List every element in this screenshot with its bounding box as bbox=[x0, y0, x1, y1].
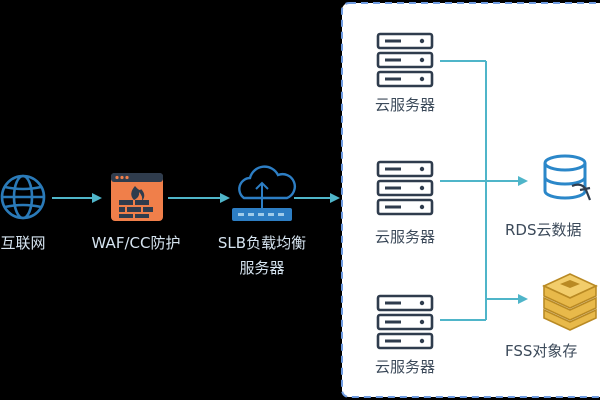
cloud-network-icon bbox=[232, 165, 297, 221]
server-label-3: 云服务器 bbox=[375, 358, 435, 376]
server-cluster-panel bbox=[341, 2, 600, 398]
storage-cube-icon bbox=[542, 273, 598, 331]
server-label-2: 云服务器 bbox=[375, 228, 435, 246]
globe-icon bbox=[0, 174, 46, 220]
rds-label: RDS云数据 bbox=[505, 221, 582, 239]
slb-label-line1: SLB负载均衡 bbox=[218, 234, 306, 252]
server-label-1: 云服务器 bbox=[375, 96, 435, 114]
fss-label: FSS对象存 bbox=[505, 342, 577, 360]
server-icon bbox=[376, 294, 434, 350]
connectors bbox=[52, 60, 528, 321]
firewall-icon bbox=[111, 173, 163, 221]
database-icon bbox=[543, 154, 592, 201]
internet-label: 互联网 bbox=[0, 234, 45, 252]
server-icon bbox=[376, 32, 434, 88]
server-icon bbox=[376, 160, 434, 216]
slb-label-line2: 服务器 bbox=[239, 259, 284, 277]
waf-label: WAF/CC防护 bbox=[92, 234, 181, 252]
